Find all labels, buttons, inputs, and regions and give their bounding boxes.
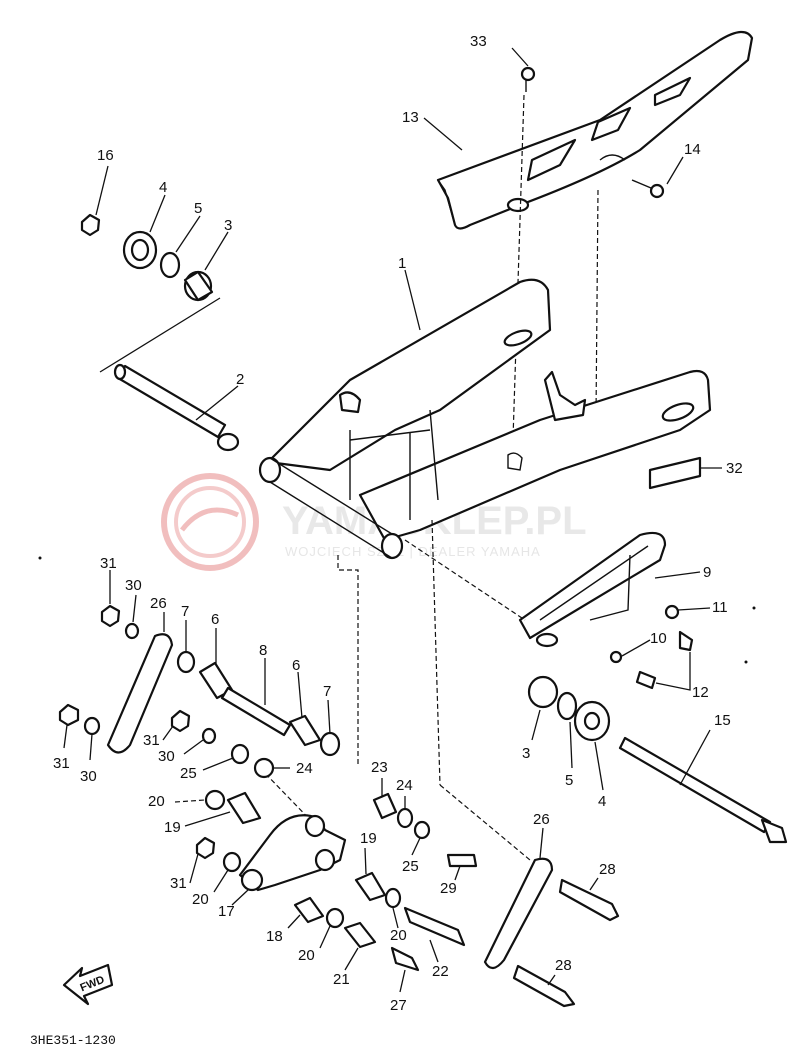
bolt-28-lower bbox=[512, 964, 576, 1008]
callout: 3 bbox=[522, 745, 530, 762]
callout: 3 bbox=[224, 217, 232, 234]
watermark-subtitle: WOJCIECH SZCZ | DEALER YAMAHA bbox=[285, 544, 541, 559]
callout: 20 bbox=[148, 793, 165, 810]
callout: 5 bbox=[565, 772, 573, 789]
callout: 31 bbox=[53, 755, 70, 772]
callout: 22 bbox=[432, 963, 449, 980]
callout: 33 bbox=[470, 33, 487, 50]
callout: 26 bbox=[150, 595, 167, 612]
pivot-bolt-15 bbox=[618, 736, 788, 844]
bolt-28-upper bbox=[558, 878, 620, 922]
callout: 29 bbox=[440, 880, 457, 897]
callout: 8 bbox=[259, 642, 267, 659]
callout: 19 bbox=[164, 819, 181, 836]
callout: 20 bbox=[390, 927, 407, 944]
callout: 13 bbox=[402, 109, 419, 126]
callout: 19 bbox=[360, 830, 377, 847]
callout: 2 bbox=[236, 371, 244, 388]
leader-lines bbox=[63, 47, 722, 993]
connecting-rod-26-left bbox=[106, 633, 174, 754]
diagram-code: 3HE351-1230 bbox=[30, 1033, 116, 1048]
callout: 1 bbox=[398, 255, 406, 272]
callout: 9 bbox=[703, 564, 711, 581]
callout: 14 bbox=[684, 141, 701, 158]
callout: 20 bbox=[298, 947, 315, 964]
callout: 5 bbox=[194, 200, 202, 217]
callout: 25 bbox=[180, 765, 197, 782]
callout: 10 bbox=[650, 630, 667, 647]
callout: 24 bbox=[396, 777, 413, 794]
callout: 28 bbox=[555, 957, 572, 974]
callout: 15 bbox=[714, 712, 731, 729]
callout: 4 bbox=[159, 179, 167, 196]
label-32 bbox=[648, 456, 702, 490]
bolt-14 bbox=[595, 179, 665, 416]
callout: 25 bbox=[402, 858, 419, 875]
callout: 12 bbox=[692, 684, 709, 701]
callout: 31 bbox=[100, 555, 117, 572]
callout: 4 bbox=[598, 793, 606, 810]
callout: 20 bbox=[192, 891, 209, 908]
callout: 30 bbox=[158, 748, 175, 765]
callout: 6 bbox=[211, 611, 219, 628]
fwd-arrow-icon: FWD bbox=[62, 963, 114, 1006]
callout: 7 bbox=[323, 683, 331, 700]
pivot-bearings-right bbox=[527, 675, 611, 742]
callout: 7 bbox=[181, 603, 189, 620]
chain-case bbox=[436, 30, 754, 230]
callout: 16 bbox=[97, 147, 114, 164]
watermark-logo-icon bbox=[161, 473, 259, 571]
bolt-33 bbox=[511, 66, 536, 471]
callout: 24 bbox=[296, 760, 313, 777]
callout: 21 bbox=[333, 971, 350, 988]
callout: 11 bbox=[712, 599, 728, 616]
pivot-shaft-2 bbox=[99, 297, 240, 452]
chain-guide-9 bbox=[518, 531, 694, 690]
callout: 31 bbox=[170, 875, 187, 892]
link-bushings-right bbox=[293, 792, 478, 972]
callout: 32 bbox=[726, 460, 743, 477]
callout: 31 bbox=[143, 732, 160, 749]
callout: 17 bbox=[218, 903, 235, 920]
callout: 6 bbox=[292, 657, 300, 674]
callout: 27 bbox=[390, 997, 407, 1014]
swingarm bbox=[258, 278, 712, 560]
callout: 26 bbox=[533, 811, 550, 828]
callout: 23 bbox=[371, 759, 388, 776]
callout: 18 bbox=[266, 928, 283, 945]
callout: 28 bbox=[599, 861, 616, 878]
callouts: 33 13 14 16 4 5 3 1 2 32 9 11 10 12 15 3… bbox=[53, 33, 743, 1014]
pivot-bearings-top bbox=[80, 213, 214, 302]
callout: 30 bbox=[80, 768, 97, 785]
connecting-rod-26-right bbox=[483, 857, 554, 970]
callout: 30 bbox=[125, 577, 142, 594]
